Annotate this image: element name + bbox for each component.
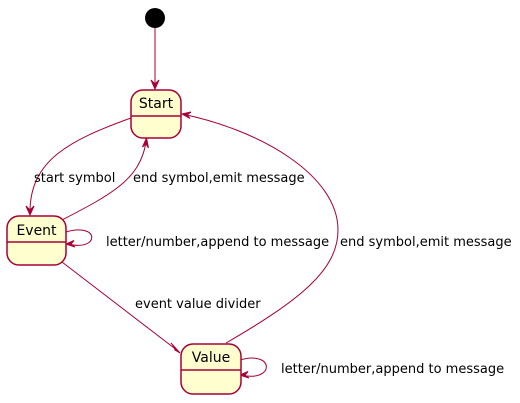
transition-label-value-end-symbol: end symbol,emit message (340, 235, 512, 250)
transition-label-start-symbol: start symbol (34, 171, 115, 186)
transition-start-to-event (25, 117, 132, 217)
state-value-label: Value (192, 350, 230, 366)
transition-initial-to-start (150, 28, 160, 91)
state-value: Value (180, 343, 242, 395)
state-start: Start (130, 89, 182, 139)
transition-value-self-loop (238, 357, 267, 379)
transition-label-event-letter-number: letter/number,append to message (106, 235, 329, 250)
transition-label-event-value-divider: event value divider (135, 297, 261, 312)
transition-label-value-letter-number: letter/number,append to message (281, 362, 504, 377)
initial-state-node (145, 8, 165, 28)
transition-event-to-value (61, 261, 181, 354)
transition-label-event-end-symbol: end symbol,emit message (133, 171, 305, 186)
transition-value-to-start (180, 111, 339, 344)
transition-event-self-loop (64, 229, 93, 248)
state-start-label: Start (139, 96, 174, 112)
state-event: Event (6, 215, 67, 266)
transition-event-to-start (61, 136, 149, 221)
state-event-label: Event (16, 223, 57, 239)
